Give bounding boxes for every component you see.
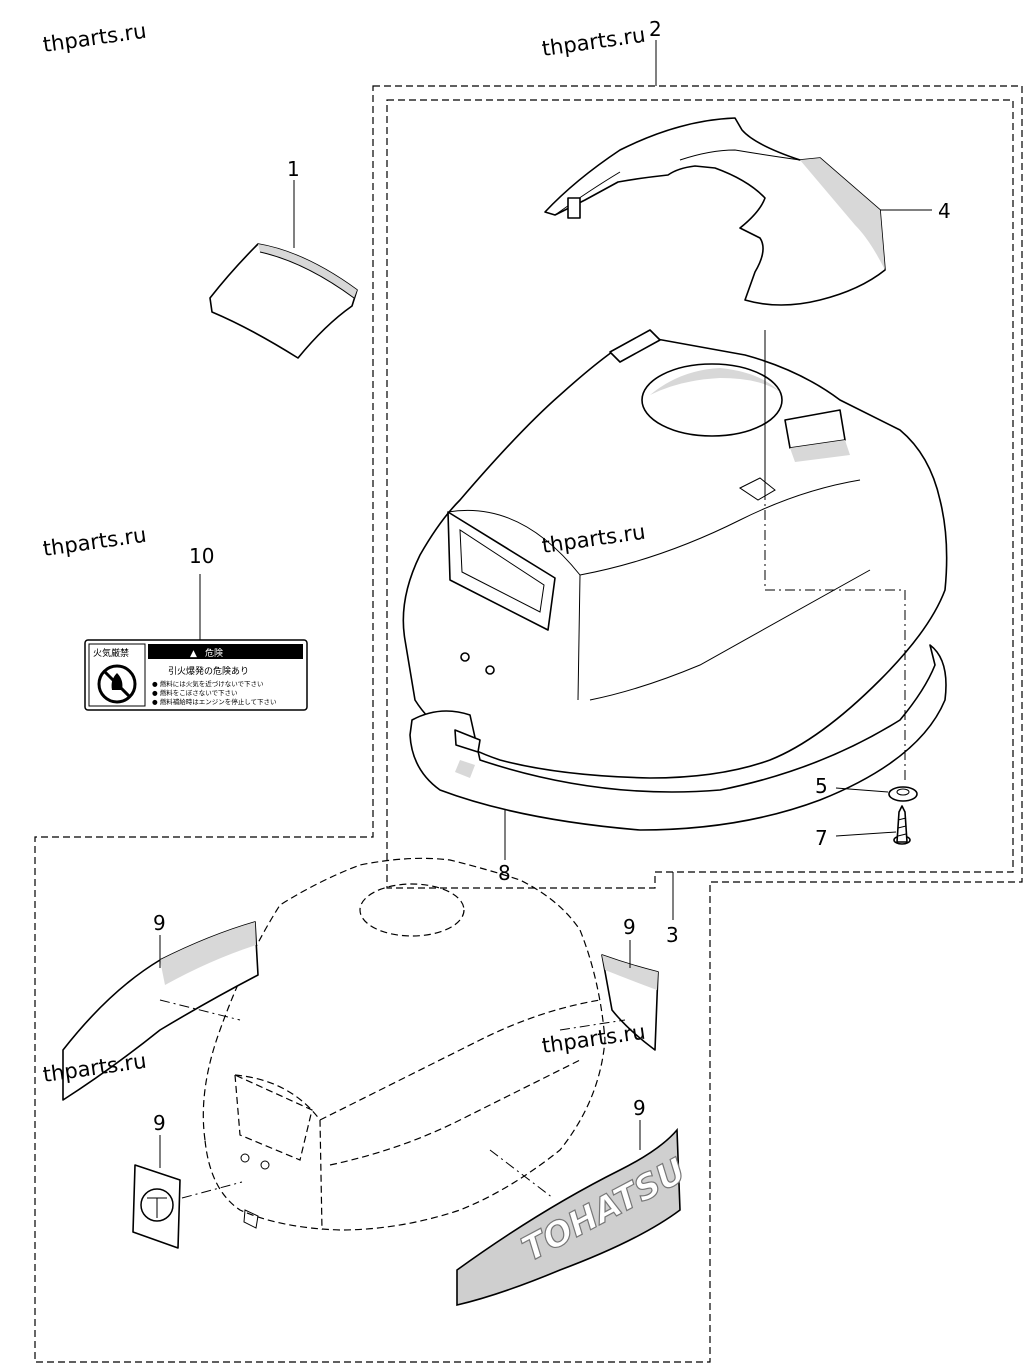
label-left-header: 火気厳禁 — [93, 647, 129, 659]
label-line-2: ● 燃料をこぼさないで下さい — [152, 688, 238, 697]
callout-9c: 9 — [153, 1111, 166, 1135]
label-line-3: ● 燃料補給時はエンジンを停止して下さい — [152, 697, 277, 706]
warning-triangle-icon: ▲ — [190, 649, 197, 659]
label-headline: 引火爆発の危険あり — [168, 665, 249, 677]
watermark: thparts.ru — [41, 19, 147, 57]
label-right-header: 危険 — [205, 647, 223, 659]
part-8-seal — [409, 644, 947, 831]
cover-outline-dashed — [202, 857, 606, 1231]
part-9a-side-decal — [62, 921, 259, 1101]
callout-9d: 9 — [633, 1096, 646, 1120]
part-9b-rear-decal — [601, 954, 659, 1051]
callout-2: 2 — [649, 17, 662, 41]
alignment-9b — [559, 1019, 626, 1031]
leader-5 — [835, 787, 889, 793]
assembly-frame-3 — [386, 99, 1014, 889]
part-7-screw — [893, 805, 911, 845]
assembly-frame-2 — [34, 85, 1023, 1363]
alignment-9c — [181, 1181, 243, 1199]
engine-cover — [402, 329, 948, 779]
leader-7 — [835, 831, 897, 837]
callout-7: 7 — [815, 826, 828, 850]
watermark: thparts.ru — [540, 23, 646, 61]
alignment-9a — [159, 999, 241, 1021]
callout-4: 4 — [938, 199, 951, 223]
watermark: thparts.ru — [540, 1020, 646, 1058]
watermark: thparts.ru — [41, 523, 147, 561]
callout-5: 5 — [815, 774, 828, 798]
callout-1: 1 — [287, 157, 300, 181]
alignment-9d — [489, 1149, 554, 1199]
part-9d-brand-decal — [456, 1127, 681, 1307]
callout-3: 3 — [666, 923, 679, 947]
part-4-rear-cover — [544, 117, 886, 306]
part-9c-emblem-decal — [132, 1164, 181, 1249]
callout-8: 8 — [498, 861, 511, 885]
part-5-grommet — [888, 786, 918, 802]
callout-10: 10 — [189, 544, 214, 568]
callout-9a: 9 — [153, 911, 166, 935]
label-line-1: ● 燃料には火気を近づけないで下さい — [152, 679, 264, 688]
part-1-pad — [209, 180, 358, 359]
part-10-warning-label — [84, 639, 308, 711]
callout-9b: 9 — [623, 915, 636, 939]
